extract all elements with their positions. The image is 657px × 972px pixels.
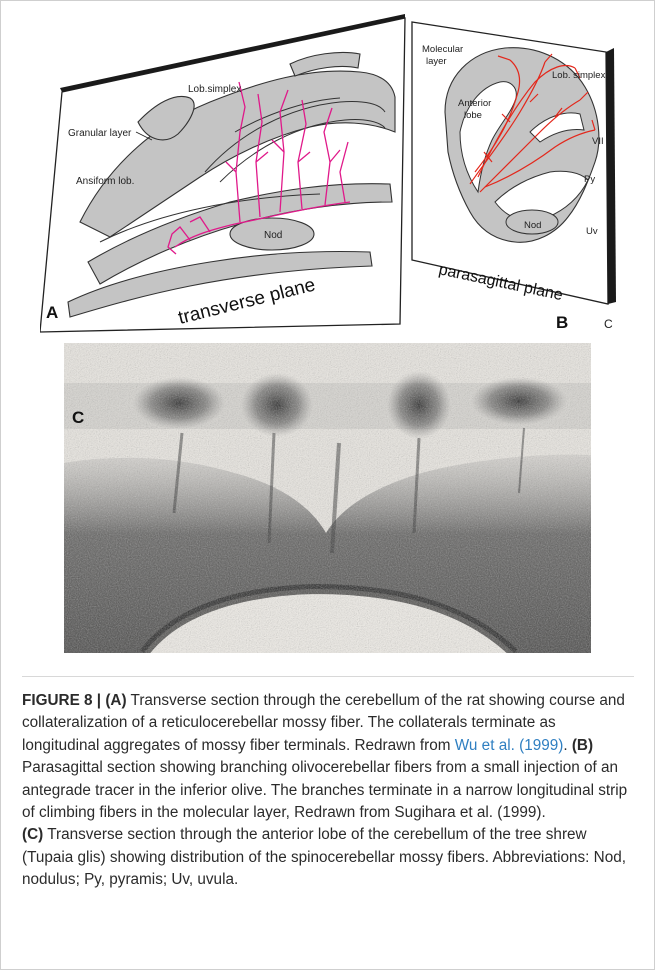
label-ansiform-lob: Ansiform lob. <box>76 176 134 187</box>
figure-caption: FIGURE 8 | (A) Transverse section throug… <box>22 690 634 892</box>
label-molecular-2: layer <box>426 56 447 67</box>
label-lob-simplex-b: Lob. simplex <box>552 70 606 81</box>
caption-divider <box>22 676 634 677</box>
label-uv: Uv <box>586 226 598 237</box>
label-nod-b: Nod <box>524 220 541 231</box>
panel-a: Lob.simplex Granular layer Ansiform lob.… <box>40 14 405 332</box>
caption-figure-label: FIGURE 8 | <box>22 692 105 709</box>
caption-b-tag: (B) <box>572 737 593 754</box>
label-anterior-1: Anterior <box>458 98 491 109</box>
label-anterior-2: lobe <box>464 110 482 121</box>
label-py: Py <box>584 174 595 185</box>
caption-a-tag: (A) <box>105 692 126 709</box>
panel-c-micrograph: C <box>64 343 591 653</box>
panel-b: Molecular layer Lob. simplex Anterior lo… <box>412 22 616 332</box>
label-lob-simplex-a: Lob.simplex <box>188 84 241 95</box>
caption-c-tag: (C) <box>22 826 43 843</box>
label-vii: VII <box>592 136 604 147</box>
figure-panels-ab: Lob.simplex Granular layer Ansiform lob.… <box>40 12 620 337</box>
caption-a-reference-link[interactable]: Wu et al. (1999) <box>455 737 564 754</box>
panel-b-letter: B <box>556 313 568 332</box>
label-granular-layer: Granular layer <box>68 128 132 139</box>
caption-c-text: Transverse section through the anterior … <box>22 826 626 888</box>
caption-a-end: . <box>563 737 572 754</box>
label-molecular-1: Molecular <box>422 44 463 55</box>
caption-b-text: Parasagittal section showing branching o… <box>22 759 627 821</box>
panel-a-letter: A <box>46 303 58 322</box>
panel-b-extra-letter: C <box>604 317 613 331</box>
label-nod-a: Nod <box>264 230 282 241</box>
panel-c-letter: C <box>72 408 84 427</box>
